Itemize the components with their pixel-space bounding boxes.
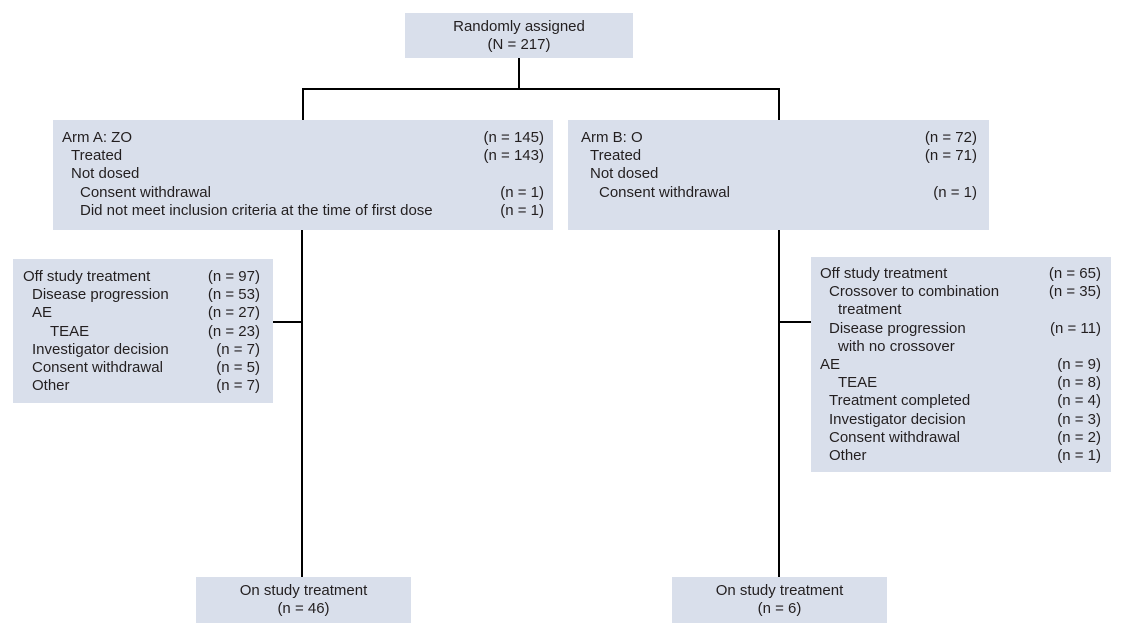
arm-b-treated-count: (n = 71) bbox=[924, 147, 977, 165]
off-a-ae: AE bbox=[32, 304, 53, 322]
off-a-progression: Disease progression bbox=[32, 286, 169, 304]
arm-b-not-dosed-row: Not dosed bbox=[581, 165, 977, 183]
on-b-title: On study treatment bbox=[715, 582, 844, 599]
off-b-progression-count: (n = 11) bbox=[1050, 319, 1101, 337]
arm-b-consent-count: (n = 1) bbox=[933, 183, 977, 201]
off-b-progression-row: Disease progression (n = 11) bbox=[820, 320, 1101, 338]
on-a-title: On study treatment bbox=[239, 582, 368, 599]
off-a-progression-row: Disease progression (n = 53) bbox=[23, 286, 260, 304]
arm-b-title-count: (n = 72) bbox=[924, 129, 977, 146]
randomized-box: Randomly assigned (N = 217) bbox=[405, 13, 633, 58]
off-b-other-row: Other (n = 1) bbox=[820, 447, 1101, 465]
off-a-investigator-count: (n = 7) bbox=[216, 340, 260, 358]
off-b-completed-row: Treatment completed (n = 4) bbox=[820, 392, 1101, 410]
on-study-a-box: On study treatment (n = 46) bbox=[196, 577, 411, 623]
on-a-count: (n = 46) bbox=[277, 600, 330, 617]
arm-a-not-dosed-row: Not dosed bbox=[62, 165, 544, 183]
off-a-title-count: (n = 97) bbox=[207, 268, 260, 285]
arm-a-treated: Treated bbox=[71, 147, 123, 165]
off-a-investigator: Investigator decision bbox=[32, 340, 169, 358]
off-a-progression-count: (n = 53) bbox=[207, 286, 260, 304]
arm-a-treated-row: Treated (n = 143) bbox=[62, 147, 544, 165]
off-b-teae-count: (n = 8) bbox=[1057, 374, 1101, 392]
off-b-other: Other bbox=[829, 447, 867, 465]
on-b-count: (n = 6) bbox=[757, 600, 802, 617]
off-a-title: Off study treatment bbox=[23, 268, 151, 285]
off-b-consent-row: Consent withdrawal (n = 2) bbox=[820, 429, 1101, 447]
off-a-ae-row: AE (n = 27) bbox=[23, 304, 260, 322]
off-a-investigator-row: Investigator decision (n = 7) bbox=[23, 341, 260, 359]
arm-a-box: Arm A: ZO (n = 145) Treated (n = 143) No… bbox=[53, 120, 553, 230]
on-study-b-box: On study treatment (n = 6) bbox=[672, 577, 887, 623]
off-b-title: Off study treatment bbox=[820, 265, 948, 282]
off-b-ae: AE bbox=[820, 356, 841, 374]
arm-b-title-row: Arm B: O (n = 72) bbox=[581, 129, 977, 147]
off-b-ae-row: AE (n = 9) bbox=[820, 356, 1101, 374]
off-a-teae-count: (n = 23) bbox=[207, 322, 260, 340]
off-a-title-row: Off study treatment (n = 97) bbox=[23, 268, 260, 286]
arm-b-consent: Consent withdrawal bbox=[599, 183, 730, 201]
off-b-crossover-line1: Crossover to combination bbox=[829, 283, 1000, 301]
off-b-investigator-count: (n = 3) bbox=[1057, 410, 1101, 428]
off-b-crossover-row: Crossover to combination (n = 35) bbox=[820, 283, 1101, 301]
arm-a-treated-count: (n = 143) bbox=[483, 147, 544, 165]
arm-a-consent-row: Consent withdrawal (n = 1) bbox=[62, 184, 544, 202]
off-a-consent-count: (n = 5) bbox=[216, 359, 260, 377]
off-b-investigator-row: Investigator decision (n = 3) bbox=[820, 411, 1101, 429]
off-b-other-count: (n = 1) bbox=[1057, 447, 1101, 465]
off-b-consent: Consent withdrawal bbox=[829, 428, 960, 446]
arm-a-title-row: Arm A: ZO (n = 145) bbox=[62, 129, 544, 147]
arm-b-treated-row: Treated (n = 71) bbox=[581, 147, 977, 165]
off-b-crossover-count: (n = 35) bbox=[1048, 283, 1101, 301]
off-a-other-count: (n = 7) bbox=[216, 377, 260, 395]
arm-a-inclusion-count: (n = 1) bbox=[500, 201, 544, 219]
arm-b-not-dosed: Not dosed bbox=[590, 165, 659, 183]
arm-a-title: Arm A: ZO bbox=[62, 129, 133, 146]
arm-a-not-dosed: Not dosed bbox=[71, 165, 140, 183]
off-a-consent: Consent withdrawal bbox=[32, 359, 163, 377]
off-b-title-row: Off study treatment (n = 65) bbox=[820, 265, 1101, 283]
off-b-consent-count: (n = 2) bbox=[1057, 428, 1101, 446]
off-b-completed-count: (n = 4) bbox=[1057, 392, 1101, 410]
off-study-b-box: Off study treatment (n = 65) Crossover t… bbox=[811, 257, 1111, 472]
off-a-other-row: Other (n = 7) bbox=[23, 377, 260, 395]
off-a-teae: TEAE bbox=[50, 322, 90, 340]
arm-a-inclusion: Did not meet inclusion criteria at the t… bbox=[80, 201, 433, 219]
arm-a-consent-count: (n = 1) bbox=[500, 183, 544, 201]
off-b-progression-row-2: with no crossover bbox=[820, 338, 1101, 356]
off-b-progression-line2: with no crossover bbox=[838, 337, 955, 355]
off-b-crossover-row-2: treatment bbox=[820, 301, 1101, 319]
randomized-title: Randomly assigned bbox=[453, 18, 585, 35]
off-b-investigator: Investigator decision bbox=[829, 410, 966, 428]
off-a-teae-row: TEAE (n = 23) bbox=[23, 323, 260, 341]
arm-b-treated: Treated bbox=[590, 147, 642, 165]
off-a-ae-count: (n = 27) bbox=[207, 304, 260, 322]
off-b-teae-row: TEAE (n = 8) bbox=[820, 374, 1101, 392]
off-b-teae: TEAE bbox=[838, 374, 878, 392]
arm-b-box: Arm B: O (n = 72) Treated (n = 71) Not d… bbox=[568, 120, 989, 230]
off-b-ae-count: (n = 9) bbox=[1057, 356, 1101, 374]
off-b-progression-line1: Disease progression bbox=[829, 319, 966, 337]
arm-b-title: Arm B: O bbox=[581, 129, 643, 146]
arm-b-consent-row: Consent withdrawal (n = 1) bbox=[581, 184, 977, 202]
randomized-count: (N = 217) bbox=[487, 36, 551, 53]
off-a-other: Other bbox=[32, 377, 70, 395]
off-b-title-count: (n = 65) bbox=[1048, 265, 1101, 282]
off-a-consent-row: Consent withdrawal (n = 5) bbox=[23, 359, 260, 377]
off-b-completed: Treatment completed bbox=[829, 392, 971, 410]
arm-a-title-count: (n = 145) bbox=[483, 129, 544, 146]
arm-a-consent: Consent withdrawal bbox=[80, 183, 211, 201]
off-b-crossover-line2: treatment bbox=[838, 301, 902, 319]
off-study-a-box: Off study treatment (n = 97) Disease pro… bbox=[13, 259, 273, 403]
arm-a-inclusion-row: Did not meet inclusion criteria at the t… bbox=[62, 202, 544, 220]
